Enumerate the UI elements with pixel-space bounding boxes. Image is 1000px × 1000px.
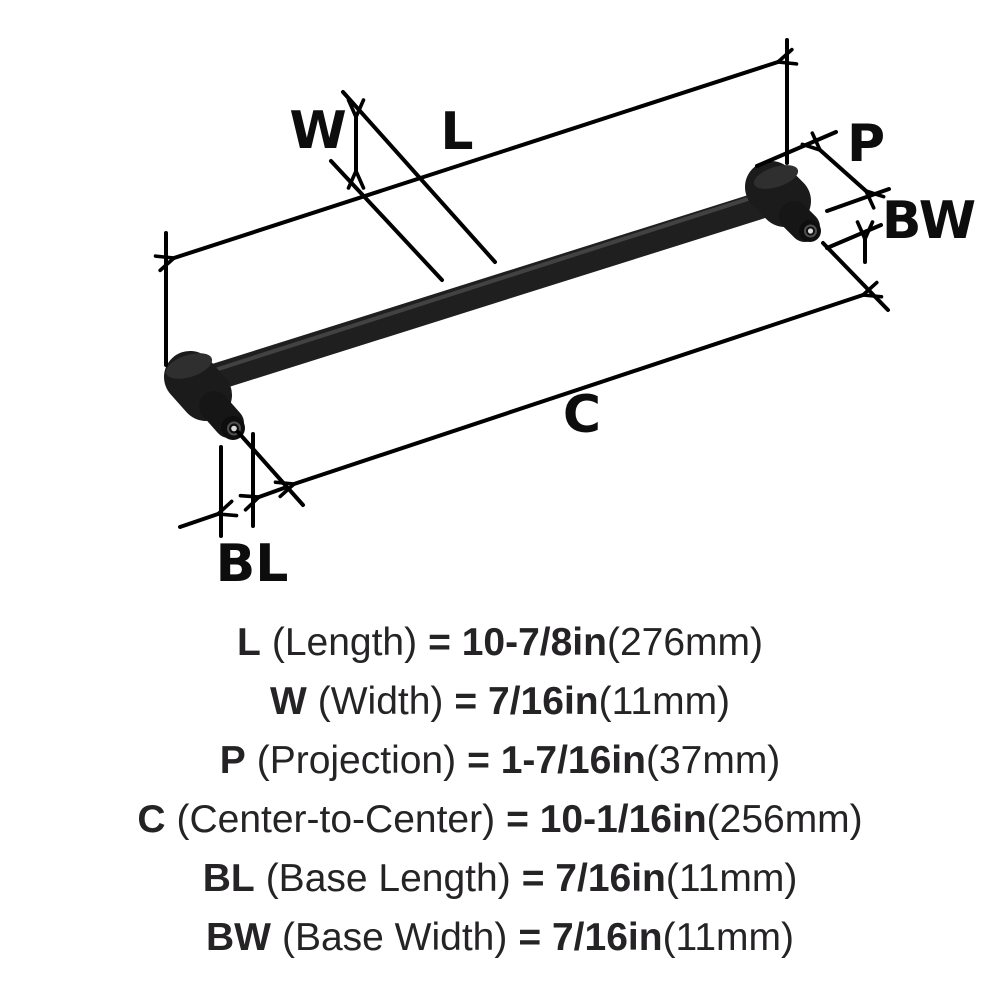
base-width-extension-line: [825, 223, 883, 250]
base-length-arrow-right: [238, 486, 286, 512]
label-length: L: [440, 102, 473, 162]
base-length-arrow-left: [178, 499, 239, 529]
right-screw-dot: [807, 228, 814, 234]
left-ferrule-top-face: [165, 353, 213, 379]
spec-row-width: W(Width)= 7/16in(11mm): [0, 672, 1000, 731]
spec-value: = 1-7/16in: [467, 739, 646, 782]
spec-row-center-to-center: C(Center-to-Center)= 10-1/16in(256mm): [0, 790, 1000, 849]
spec-row-projection: P(Projection)= 1-7/16in(37mm): [0, 731, 1000, 790]
center-to-center-dimension-group: [236, 241, 890, 507]
label-base-length: BL: [216, 534, 289, 594]
label-base-width: BW: [882, 191, 976, 251]
spec-value: = 7/16in: [521, 857, 666, 900]
spec-metric: (11mm): [662, 916, 794, 959]
spec-metric: (11mm): [598, 680, 731, 723]
projection-extension-line-bottom: [825, 187, 891, 213]
base-width-dimension-group: [825, 220, 883, 264]
spec-value: = 7/16in: [454, 680, 599, 723]
center-to-center-dimension-arrow: [273, 280, 884, 499]
length-dimension-arrow: [153, 47, 799, 273]
spec-name: (Projection): [256, 739, 457, 782]
spec-metric: (256mm): [706, 798, 863, 841]
spec-value: = 7/16in: [518, 916, 663, 959]
length-dimension-group: [153, 38, 799, 367]
spec-name: (Base Length): [265, 857, 511, 900]
spec-name: (Width): [317, 680, 444, 723]
dimension-spec-list: L(Length)= 10-7/8in(276mm) W(Width)= 7/1…: [0, 613, 1000, 967]
spec-abbr: C: [137, 798, 166, 841]
cabinet-pull-handle: [164, 161, 821, 440]
left-ferrule: [164, 351, 232, 421]
width-dimension-group: [329, 90, 497, 282]
spec-abbr: W: [269, 680, 307, 723]
spec-name: (Base Width): [281, 916, 508, 959]
projection-dimension-arrow: [800, 131, 886, 210]
spec-abbr: L: [237, 621, 261, 664]
base-length-dimension-group: [178, 432, 286, 538]
spec-abbr: BL: [202, 857, 255, 900]
width-extension-line-lower: [329, 159, 444, 282]
spec-row-base-width: BW(Base Width)= 7/16in(11mm): [0, 908, 1000, 967]
width-extension-line-upper: [341, 90, 497, 264]
spec-metric: (276mm): [606, 621, 763, 664]
right-ferrule: [745, 161, 811, 227]
spec-name: (Center-to-Center): [176, 798, 496, 841]
spec-name: (Length): [271, 621, 418, 664]
spec-metric: (37mm): [645, 739, 781, 782]
center-extension-line-right: [821, 241, 890, 312]
spec-metric: (11mm): [665, 857, 798, 900]
projection-extension-line-top: [755, 130, 838, 168]
spec-abbr: P: [219, 739, 246, 782]
spec-row-length: L(Length)= 10-7/8in(276mm): [0, 613, 1000, 672]
spec-row-base-length: BL(Base Length)= 7/16in(11mm): [0, 849, 1000, 908]
label-projection: P: [847, 114, 885, 174]
left-screw-dot: [231, 425, 237, 432]
handle-bar: [189, 183, 801, 395]
spec-value: = 10-1/16in: [506, 798, 707, 841]
spec-value: = 10-7/8in: [428, 621, 607, 664]
label-center-to-center: C: [563, 385, 601, 445]
label-width: W: [289, 101, 346, 161]
spec-abbr: BW: [205, 916, 271, 959]
projection-dimension-group: [755, 130, 891, 213]
